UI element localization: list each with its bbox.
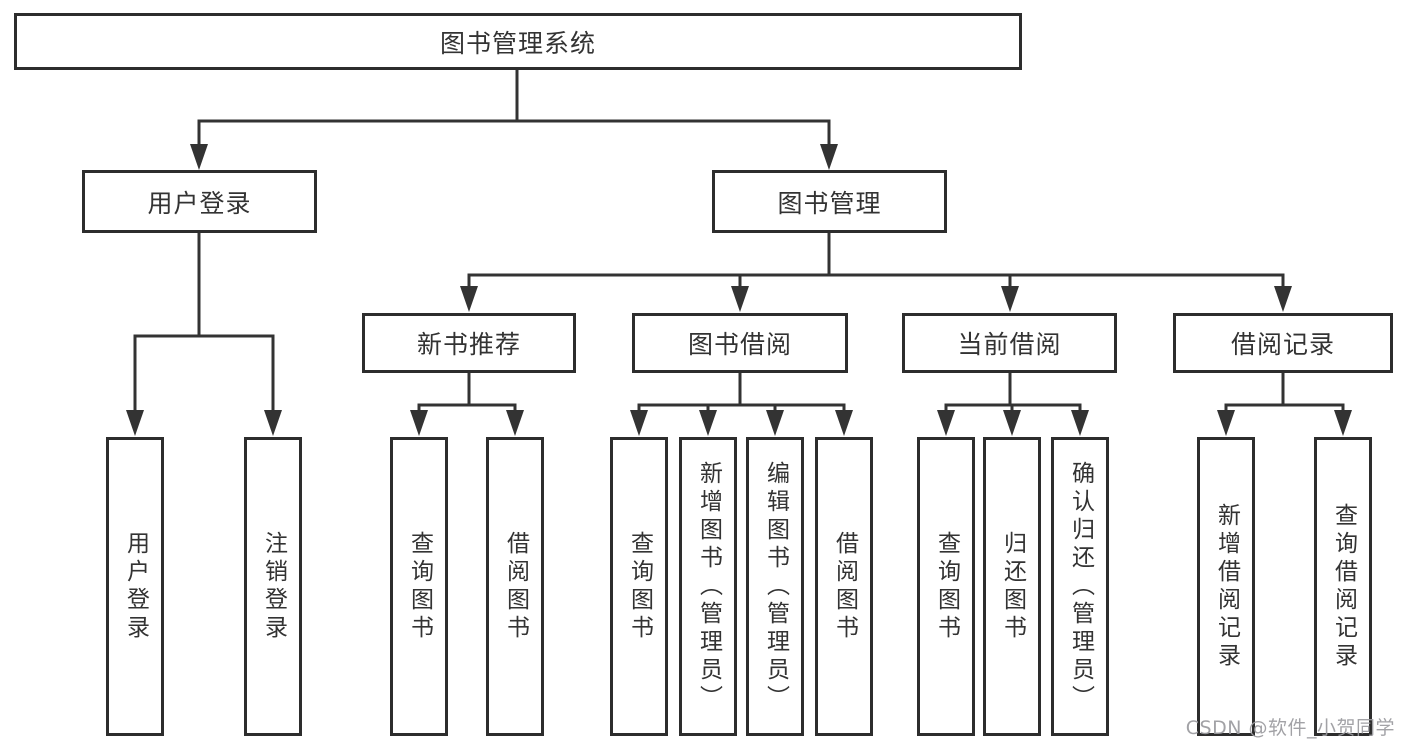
arrow-down-icon [1003,410,1021,436]
leaf-query-books-borrow: 查询图书 [610,437,668,736]
leaf-user-login: 用户登录 [106,437,164,736]
leaf-return-books: 归还图书 [983,437,1041,736]
leaf-add-borrow-record: 新增借阅记录 [1197,437,1255,736]
arrow-down-icon [699,410,717,436]
arrow-down-icon [126,410,144,436]
node-borrow-records: 借阅记录 [1173,313,1393,373]
node-book-management: 图书管理 [712,170,947,233]
leaf-borrow-books-recommend: 借阅图书 [486,437,544,736]
arrow-down-icon [264,410,282,436]
arrow-down-icon [1001,286,1019,312]
arrowheads [126,144,1352,436]
leaf-query-books-current: 查询图书 [917,437,975,736]
arrow-down-icon [410,410,428,436]
arrow-down-icon [1274,286,1292,312]
arrow-down-icon [1334,410,1352,436]
arrow-down-icon [630,410,648,436]
connectors [133,68,1345,416]
arrow-down-icon [460,286,478,312]
arrow-down-icon [835,410,853,436]
node-book-borrow: 图书借阅 [632,313,848,373]
leaf-add-books-admin: 新增图书（管理员） [679,437,737,736]
node-library-management-system: 图书管理系统 [14,13,1022,70]
arrow-down-icon [190,144,208,170]
arrow-down-icon [937,410,955,436]
leaf-edit-books-admin: 编辑图书（管理员） [746,437,804,736]
arrow-down-icon [506,410,524,436]
arrow-down-icon [1217,410,1235,436]
arrow-down-icon [820,144,838,170]
arrow-down-icon [1071,410,1089,436]
node-current-borrow: 当前借阅 [902,313,1117,373]
leaf-query-borrow-record: 查询借阅记录 [1314,437,1372,736]
leaf-confirm-return-admin: 确认归还（管理员） [1051,437,1109,736]
leaf-borrow-books: 借阅图书 [815,437,873,736]
node-user-login: 用户登录 [82,170,317,233]
leaf-query-books-recommend: 查询图书 [390,437,448,736]
csdn-watermark: CSDN @软件_小贺同学 [1185,717,1395,739]
arrow-down-icon [731,286,749,312]
leaf-logout-login: 注销登录 [244,437,302,736]
arrow-down-icon [766,410,784,436]
node-new-book-recommend: 新书推荐 [362,313,576,373]
